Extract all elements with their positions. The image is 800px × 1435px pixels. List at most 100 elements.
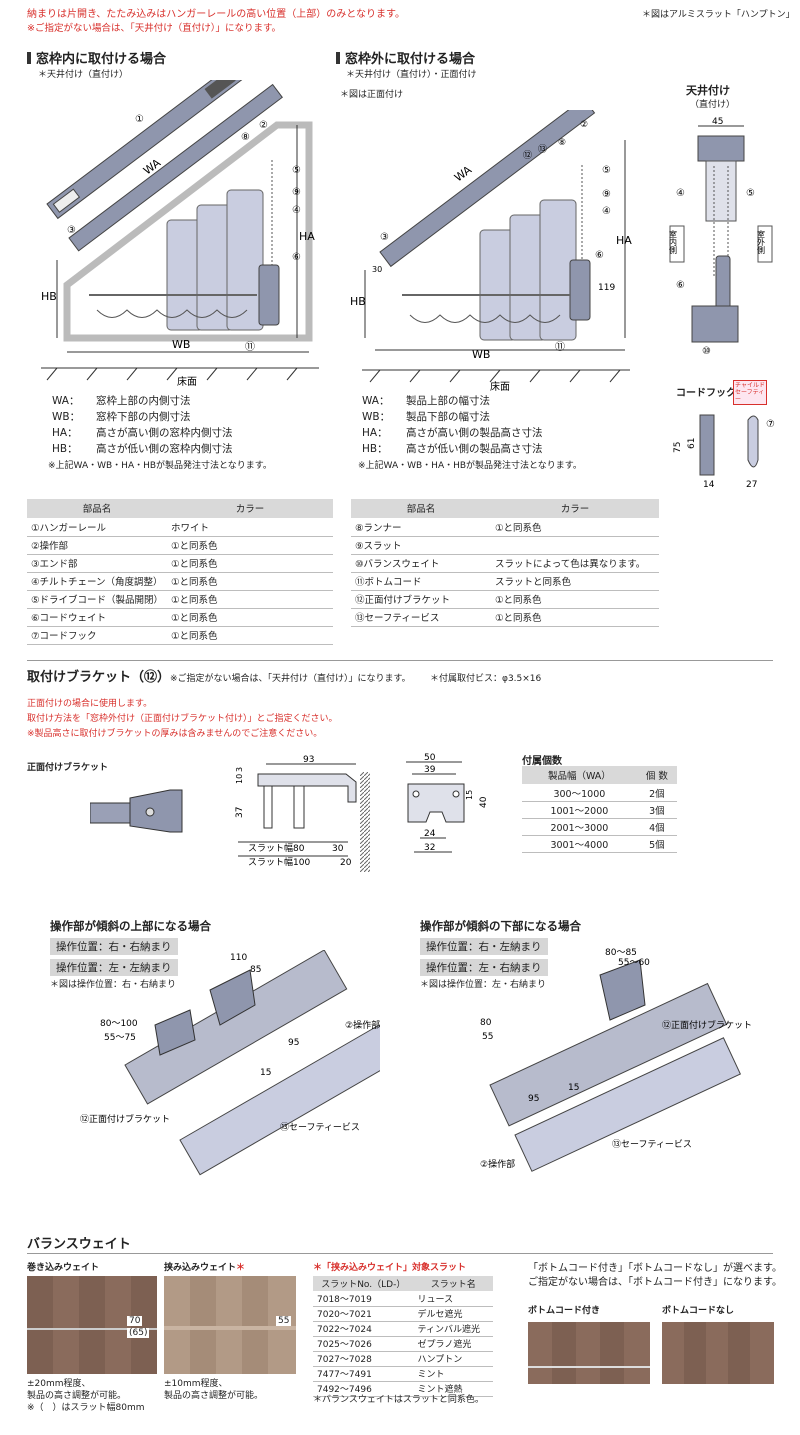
svg-text:⑥: ⑥	[292, 252, 301, 263]
svg-text:14: 14	[703, 480, 715, 490]
svg-text:④: ④	[292, 205, 301, 216]
outside-title: 窓枠外に取付ける場合	[336, 52, 475, 68]
roll-weight-title: 巻き込みウェイト	[27, 1263, 100, 1273]
ceiling-sub: （直付け）	[690, 100, 736, 110]
svg-text:⑫正面付けブラケット: ⑫正面付けブラケット	[80, 1113, 170, 1125]
svg-text:24: 24	[424, 829, 436, 839]
svg-text:⑨: ⑨	[292, 187, 301, 198]
svg-text:③: ③	[380, 232, 389, 243]
op-top-tag1: 操作位置：右・右納まり	[50, 938, 178, 955]
svg-text:80～100: 80～100	[100, 1019, 138, 1029]
qty-title: 付属個数	[522, 756, 562, 767]
cordhook-diagram: 75 61 14 27 ⑦	[673, 414, 775, 490]
svg-text:61: 61	[687, 438, 697, 449]
svg-text:50: 50	[424, 753, 436, 763]
balance-title: バランスウェイト	[27, 1237, 131, 1252]
svg-text:15: 15	[260, 1068, 271, 1078]
svg-text:⑫: ⑫	[523, 150, 532, 161]
bracket-red1: 正面付けの場合に使用します。	[27, 699, 153, 709]
svg-text:⑪: ⑪	[555, 341, 565, 353]
outside-legend-note: ※上記WA・WB・HA・HBが製品発注寸法となります。	[358, 461, 582, 471]
bracket-note-b: ＊付属取付ビス：φ3.5×16	[430, 674, 542, 684]
table-row: ①ハンガーレールホワイト	[27, 518, 333, 537]
svg-text:⑧: ⑧	[558, 138, 566, 148]
table-row: ⑤ドライブコード（製品開閉）①と同系色	[27, 590, 333, 609]
svg-text:⑥: ⑥	[595, 250, 604, 261]
svg-text:40: 40	[479, 796, 489, 808]
figure-note: ＊図はアルミスラット「ハンプトン」	[642, 10, 795, 20]
table-row: ⑨スラット	[351, 536, 659, 555]
op-top-note: ＊図は操作位置：右・右納まり	[50, 980, 177, 990]
svg-text:床面: 床面	[490, 380, 510, 393]
bracket-side-drawing: 93 10 3 37 スラット幅80 30 スラット幅100 20	[235, 755, 370, 872]
svg-text:HB: HB	[350, 295, 366, 308]
table-row: ⑪ボトムコードスラットと同系色	[351, 572, 659, 591]
svg-text:93: 93	[303, 755, 314, 765]
outside-sub2: ＊図は正面付け	[340, 90, 404, 100]
bracket-title: 取付けブラケット（⑫）	[27, 670, 171, 685]
op-top-title: 操作部が傾斜の上部になる場合	[50, 919, 211, 933]
front-bracket-image	[90, 789, 183, 833]
cordhook-title: コードフック	[676, 388, 736, 399]
svg-text:3: 3	[235, 767, 244, 772]
svg-text:⑨: ⑨	[602, 189, 611, 200]
svg-text:110: 110	[230, 953, 247, 963]
op-bottom-tag2: 操作位置：左・右納まり	[420, 959, 548, 976]
svg-text:②操作部: ②操作部	[480, 1158, 515, 1170]
svg-text:85: 85	[250, 965, 261, 975]
clip-note1: ±10mm程度、	[164, 1379, 228, 1389]
svg-text:スラット幅100: スラット幅100	[248, 856, 310, 868]
svg-text:WB: WB	[472, 348, 490, 361]
bottom-cord-note2: ご指定がない場合は、「ボトムコード付き」になります。	[528, 1277, 782, 1288]
svg-text:⑤: ⑤	[602, 165, 611, 176]
svg-text:119: 119	[598, 283, 615, 293]
svg-text:③: ③	[67, 225, 76, 236]
svg-text:⑤: ⑤	[746, 188, 755, 199]
svg-text:32: 32	[424, 843, 435, 853]
op-bottom-diagram: 80～85 55～60 80 55 95 15 ⑫正面付けブラケット ⑬セーフテ…	[480, 948, 752, 1172]
outside-sub: ＊天井付け（直付け）・正面付け	[346, 70, 477, 80]
svg-text:⑬: ⑬	[538, 144, 547, 155]
svg-text:95: 95	[528, 1094, 539, 1104]
svg-text:①: ①	[135, 114, 144, 125]
svg-text:30: 30	[332, 844, 344, 854]
roll-note2: 製品の高さ調整が可能。	[27, 1391, 127, 1401]
roll-note1: ±20mm程度、	[27, 1379, 91, 1389]
table-row: ⑩バランスウェイトスラットによって色は異なります。	[351, 554, 659, 573]
inside-legend-note: ※上記WA・WB・HA・HBが製品発注寸法となります。	[48, 461, 272, 471]
bottom-cord-note1: 「ボトムコード付き」「ボトムコードなし」が選べます。	[528, 1263, 782, 1274]
svg-text:スラット幅80: スラット幅80	[248, 842, 305, 854]
svg-text:20: 20	[340, 858, 352, 868]
svg-text:30: 30	[372, 265, 382, 274]
svg-text:④: ④	[602, 206, 611, 217]
op-top-tag2: 操作位置：左・左納まり	[50, 959, 178, 976]
outside-legend: WA：製品上部の幅寸法 WB：製品下部の幅寸法 HA：高さが高い側の製品高さ寸法…	[362, 395, 543, 455]
svg-text:75: 75	[673, 442, 683, 453]
svg-text:55～75: 55～75	[104, 1033, 136, 1043]
clip-weight-photo: 55	[164, 1276, 296, 1374]
inside-title: 窓枠内に取付ける場合	[27, 52, 166, 68]
svg-text:WA: WA	[452, 163, 474, 184]
svg-text:WB: WB	[172, 338, 190, 351]
svg-text:80: 80	[480, 1018, 492, 1028]
inside-sub: ＊天井付け（直付け）	[38, 70, 129, 80]
clip-weight-title: 挟み込みウェイト＊	[164, 1263, 246, 1273]
svg-text:55～60: 55～60	[618, 958, 650, 968]
svg-text:床面: 床面	[177, 375, 197, 388]
svg-text:HA: HA	[616, 234, 632, 247]
svg-text:⑫正面付けブラケット: ⑫正面付けブラケット	[662, 1019, 752, 1031]
